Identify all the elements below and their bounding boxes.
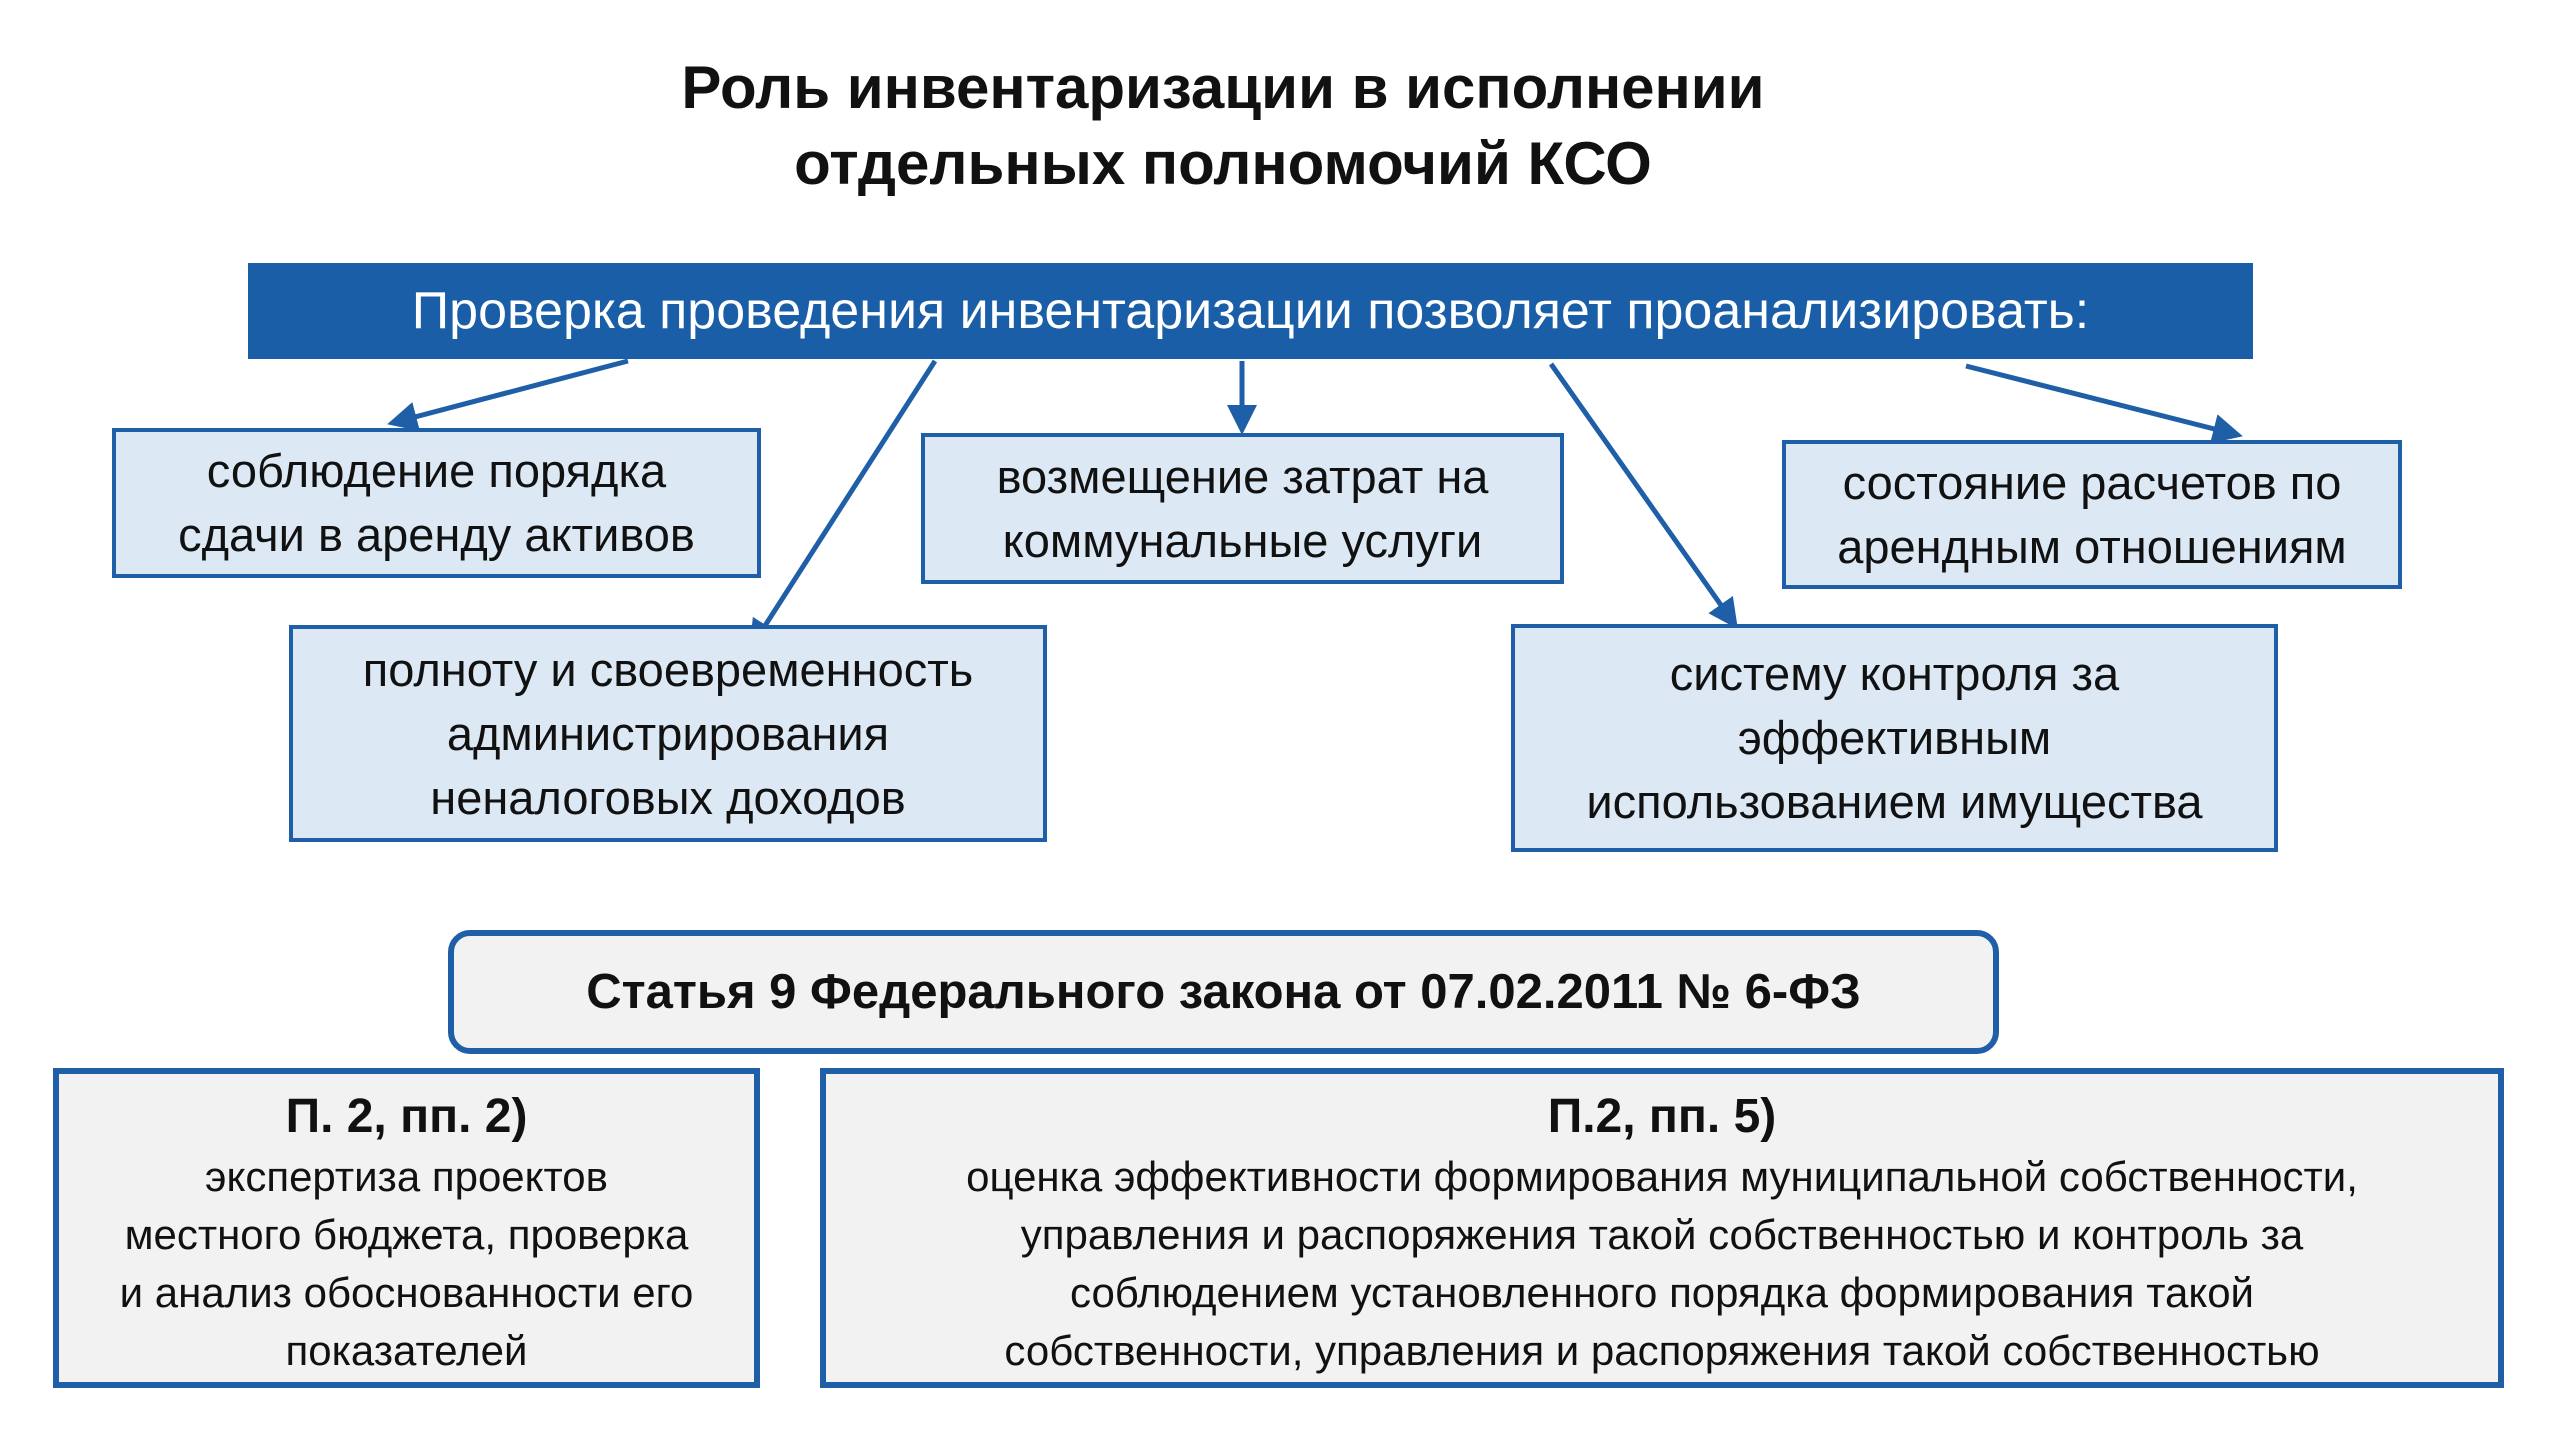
arrow-to-item-5 — [1965, 363, 2243, 444]
analysis-banner: Проверка проведения инвентаризации позво… — [248, 263, 2253, 359]
clause-2-2: П. 2, пп. 2) экспертиза проектов местног… — [53, 1068, 760, 1388]
arrow-to-item-1 — [387, 358, 629, 432]
arrow-to-item-2 — [749, 359, 938, 651]
arrow-to-item-4 — [1548, 362, 1738, 630]
clause-2-5: П.2, пп. 5) оценка эффективности формиро… — [820, 1068, 2504, 1388]
page-title: Роль инвентаризации в исполнении отдельн… — [681, 54, 1765, 197]
law-reference: Статья 9 Федерального закона от 07.02.20… — [448, 930, 1999, 1054]
